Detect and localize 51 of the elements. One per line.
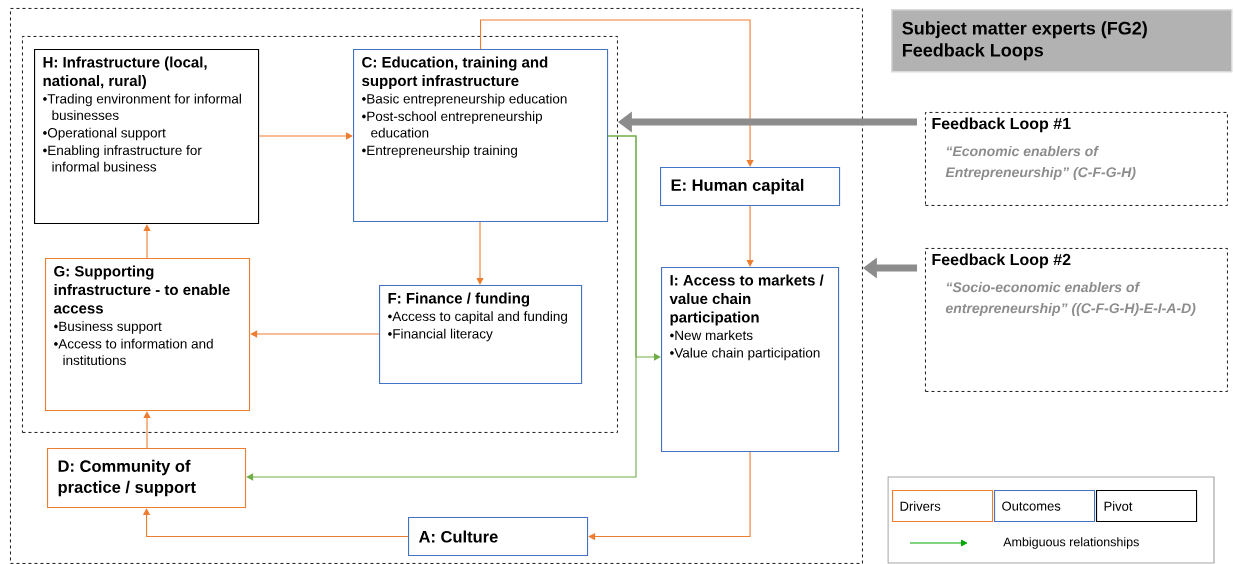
process-box — [353, 49, 609, 223]
feedback-loop-box — [925, 112, 1228, 206]
legend-key: Outcomes — [994, 490, 1096, 523]
box-heading: E: Human capital — [671, 178, 804, 195]
bullet-item: •Enabling infrastructure for informal business — [43, 145, 202, 172]
loop-description: “Socio-economic enablers of entrepreneurship” ((C-F-G-H)-E-I-A-D) — [945, 281, 1196, 316]
loop-description: “Economic enablers of Entrepreneurship” (C-F-G-H) — [945, 145, 1136, 180]
loop-heading: Feedback Loop #2 — [932, 253, 1071, 269]
arrow — [746, 205, 754, 267]
process-box — [47, 448, 247, 509]
bullet-item: •Value chain participation — [670, 347, 820, 361]
bullet-item: •Entrepreneurship training — [362, 145, 517, 158]
arrow — [607, 135, 661, 361]
arrow — [258, 132, 353, 140]
bullet-item: •New markets — [670, 330, 753, 341]
bullet-item: •Financial literacy — [388, 328, 493, 342]
arrow — [250, 330, 380, 338]
box-heading: G: Supporting infrastructure - to enable access — [54, 265, 230, 314]
legend-key: Pivot — [1096, 490, 1198, 523]
process-box — [408, 517, 589, 557]
box-heading: C: Education, training and support infrastructure — [362, 56, 548, 89]
process-box — [660, 167, 841, 207]
feedback-loop-box — [925, 248, 1228, 392]
box-heading: A: Culture — [418, 530, 498, 543]
bullet-item: •Post-school entrepreneurship education — [362, 111, 543, 138]
process-box — [45, 258, 251, 412]
bullet-item: •Access to capital and funding — [388, 311, 567, 324]
legend-key: Drivers — [892, 490, 994, 523]
box-heading: H: Infrastructure (local, national, rural) — [43, 56, 207, 89]
dashed-boundary — [10, 8, 863, 564]
bullet-item: •Basic entrepreneurship education — [362, 93, 567, 107]
legend-label: Ambiguous relationships — [1003, 537, 1139, 549]
bullet-item: •Business support — [54, 321, 162, 334]
process-box — [34, 49, 260, 225]
arrow — [476, 221, 484, 285]
arrow — [480, 19, 754, 167]
title-banner: Subject matter experts (FG2) Feedback Loops — [891, 9, 1233, 73]
process-box — [379, 285, 583, 385]
process-box — [661, 267, 840, 453]
arrow — [143, 224, 151, 259]
box-heading: I: Access to markets / value chain participation — [669, 274, 824, 326]
arrow — [143, 411, 151, 449]
arrow — [142, 508, 409, 538]
bullet-item: •Operational support — [43, 127, 166, 141]
box-heading: D: Community of practice / support — [58, 459, 196, 497]
dashed-boundary — [22, 36, 618, 433]
arrow — [588, 451, 751, 541]
loop-heading: Feedback Loop #1 — [932, 117, 1071, 133]
bullet-item: •Trading environment for informal businesses — [43, 93, 241, 121]
bullet-item: •Access to information and institutions — [54, 338, 213, 366]
box-heading: F: Finance / funding — [388, 292, 530, 307]
